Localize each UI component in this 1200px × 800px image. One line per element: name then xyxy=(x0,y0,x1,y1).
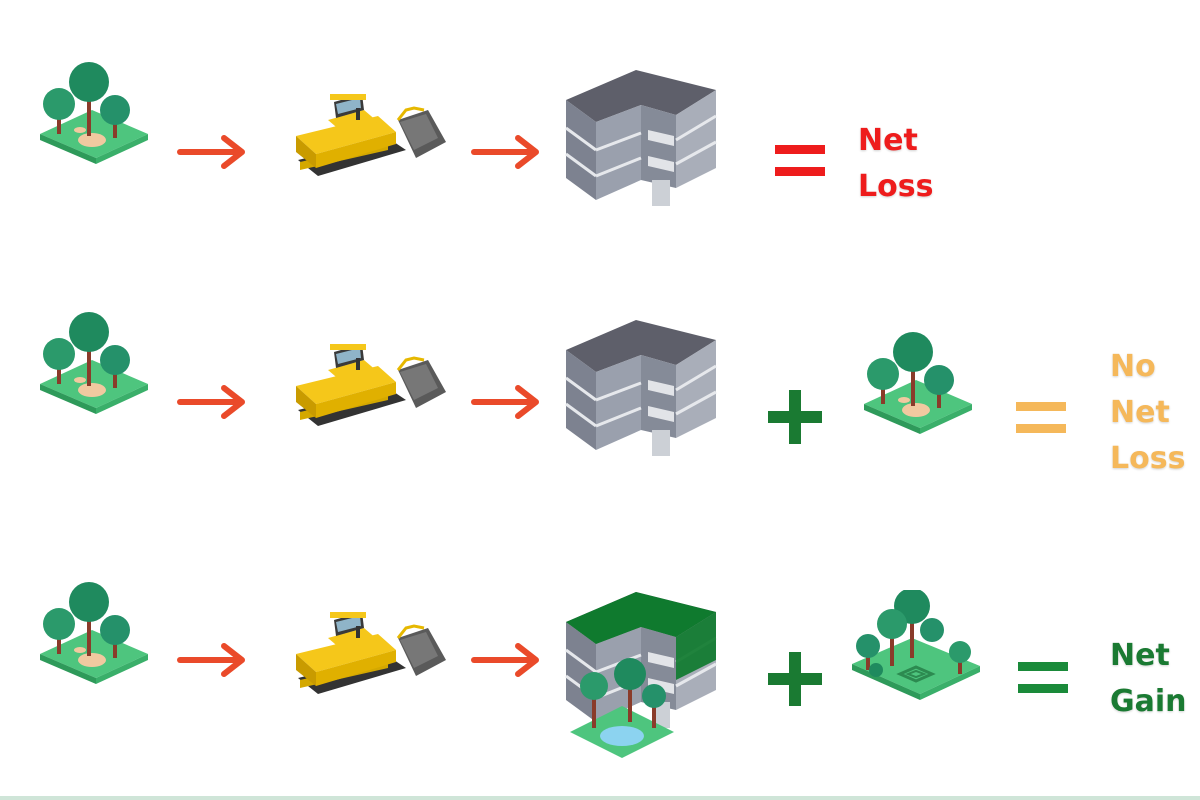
outcome-net-gain: Net Gain xyxy=(1110,633,1187,725)
outcome-net-loss: Net Loss xyxy=(858,118,933,210)
bulldozer-icon xyxy=(278,330,448,440)
outcome-word: Net xyxy=(858,123,918,158)
outcome-word: Gain xyxy=(1110,684,1187,719)
outcome-word: No xyxy=(1110,349,1156,384)
arrow-right-icon xyxy=(177,135,248,169)
row-net-gain: Net Gain xyxy=(0,560,1200,780)
park-icon xyxy=(854,330,984,440)
row-no-net-loss: No Net Loss xyxy=(0,290,1200,510)
arrow-right-icon xyxy=(471,135,542,169)
park-icon xyxy=(30,310,160,420)
park-icon xyxy=(30,580,160,690)
arrow-right-icon xyxy=(471,643,542,677)
bottom-divider xyxy=(0,796,1200,800)
outcome-word: Net xyxy=(1110,395,1170,430)
building-icon xyxy=(556,60,726,230)
arrow-right-icon xyxy=(177,643,248,677)
landscaped-park-icon xyxy=(846,590,986,710)
equals-icon xyxy=(1016,400,1066,436)
row-net-loss: Net Loss xyxy=(0,40,1200,260)
arrow-right-icon xyxy=(471,385,542,419)
green-building-icon xyxy=(556,582,726,762)
arrow-right-icon xyxy=(177,385,248,419)
equals-icon xyxy=(1018,660,1068,696)
plus-icon xyxy=(768,652,822,706)
outcome-word: Loss xyxy=(1110,441,1186,476)
outcome-word: Loss xyxy=(858,169,934,204)
plus-icon xyxy=(768,390,822,444)
bulldozer-icon xyxy=(278,80,448,190)
outcome-word: Net xyxy=(1110,638,1170,673)
outcome-no-net-loss: No Net Loss xyxy=(1110,344,1185,482)
equals-icon xyxy=(775,143,825,179)
park-icon xyxy=(30,60,160,170)
building-icon xyxy=(556,310,726,480)
bulldozer-icon xyxy=(278,598,448,708)
